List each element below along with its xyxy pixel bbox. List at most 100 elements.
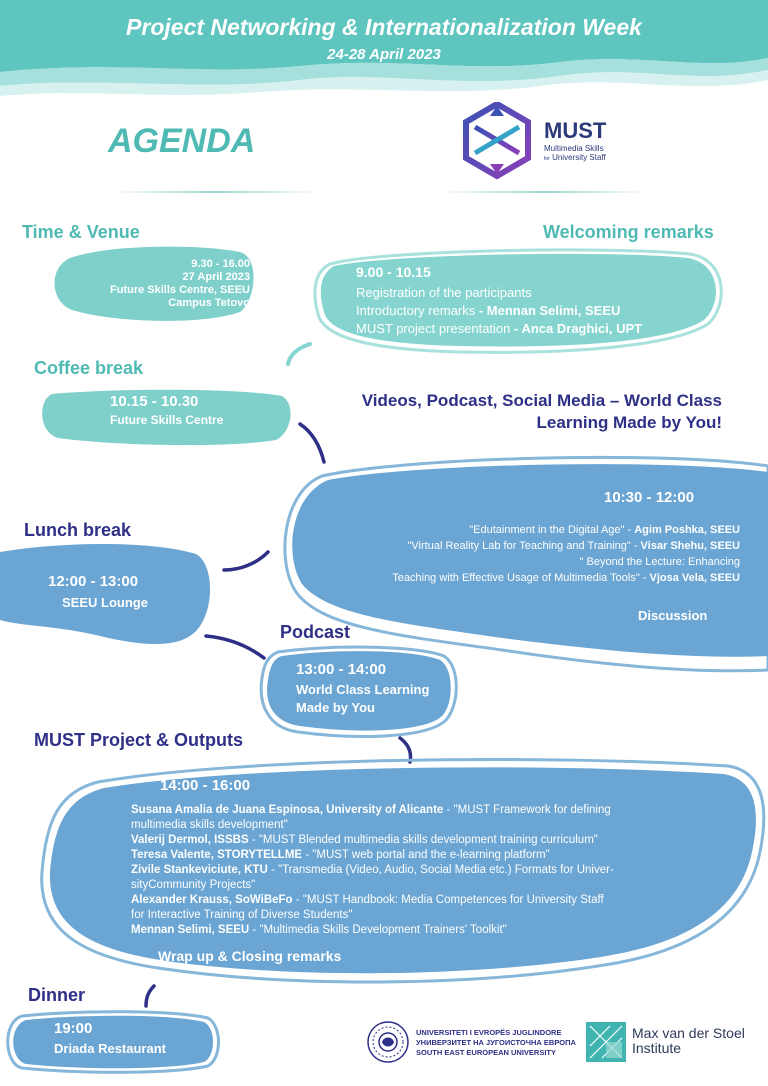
talk-speaker: Agim Poshka, SEEU — [634, 524, 740, 536]
talk-item: "Virtual Reality Lab for Teaching and Tr… — [300, 538, 741, 554]
header-banner — [0, 0, 768, 100]
output-item-cont: sityCommunity Projects" — [131, 879, 256, 891]
output-item: Susana Amalia de Juana Espinosa, Univers… — [131, 803, 691, 818]
output-title: - "Multimedia Skills Development Trainer… — [249, 924, 507, 936]
videos-title-line2: Learning Made by You! — [536, 413, 722, 432]
coffee-blob: 10.15 - 10.30 Future Skills Centre — [38, 386, 294, 448]
output-title: - "MUST Framework for defining — [443, 804, 611, 816]
connector-3 — [222, 550, 270, 572]
output-item: Alexander Krauss, SoWiBeFo - "MUST Handb… — [131, 893, 691, 908]
connector-2 — [298, 422, 326, 464]
output-title: - "MUST web portal and the e-learning pl… — [302, 849, 550, 861]
time-venue-line: Campus Tetovo — [168, 297, 250, 309]
time-venue-line: 27 April 2023 — [182, 271, 250, 283]
coffee-place: Future Skills Centre — [110, 413, 224, 427]
talk-item: "Edutainment in the Digital Age" - Agim … — [300, 522, 740, 538]
outputs-blob: 14:00 - 16:00 Susana Amalia de Juana Esp… — [38, 752, 768, 992]
welcoming-title: Welcoming remarks — [543, 222, 714, 242]
podcast-line2: Made by You — [296, 700, 375, 715]
output-title: - "MUST Handbook: Media Competences for … — [292, 894, 604, 906]
outputs-time: 14:00 - 16:00 — [160, 777, 251, 794]
podcast-time: 13:00 - 14:00 — [296, 661, 387, 678]
podcast-title: Podcast — [280, 622, 351, 642]
seeu-logo: UNIVERSITETI I EVROPËS JUGLINDORE УНИВЕР… — [366, 1020, 576, 1066]
talk-speaker: Vjosa Vela, SEEU — [649, 572, 741, 584]
welcoming-line3: MUST project presentation - Anca Draghic… — [356, 321, 642, 336]
welcoming-blob: 9.00 - 10.15 Registration of the partici… — [310, 244, 730, 360]
output-item: Zivile Stankeviciute, KTU - "Transmedia … — [131, 863, 691, 878]
output-item: Mennan Selimi, SEEU - "Multimedia Skills… — [131, 923, 691, 938]
talk-speaker: Visar Shehu, SEEU — [640, 540, 740, 552]
talk-title: "Virtual Reality Lab for Teaching and Tr… — [407, 540, 641, 552]
agenda-heading: AGENDA — [108, 122, 256, 160]
mvds-logo-icon — [586, 1022, 626, 1062]
videos-time: 10:30 - 12:00 — [604, 489, 695, 506]
mvds-name: Max van der Stoel Institute — [632, 1026, 745, 1056]
talk-title: "Edutainment in the Digital Age" - — [469, 524, 635, 536]
lunch-place: SEEU Lounge — [62, 595, 148, 610]
outputs-list: Susana Amalia de Juana Espinosa, Univers… — [131, 803, 691, 938]
page-title: Project Networking & Internationalizatio… — [126, 14, 642, 40]
talk-title: " Beyond the Lecture: Enhancing — [579, 556, 740, 568]
event-dates: 24-28 April 2023 — [327, 46, 441, 63]
time-venue-blob: 9.30 - 16.00 27 April 2023 Future Skills… — [50, 240, 260, 325]
connector-6 — [144, 984, 156, 1008]
outputs-title: MUST Project & Outputs — [34, 730, 244, 750]
welcoming-time: 9.00 - 10.15 — [356, 264, 431, 280]
divider-right — [440, 191, 650, 193]
must-logo-name: MUST — [544, 118, 607, 143]
dinner-time: 19:00 — [54, 1020, 93, 1037]
videos-discussion: Discussion — [638, 608, 708, 623]
dinner-blob: 19:00 Driada Restaurant — [2, 1010, 220, 1074]
must-logo-icon — [463, 102, 531, 180]
talk-title: Teaching with Effective Usage of Multime… — [392, 572, 650, 584]
welcoming-line2-speaker: - Mennan Selimi, SEEU — [478, 303, 621, 318]
lunch-time: 12:00 - 13:00 — [48, 573, 139, 590]
output-item-cont: for Interactive Training of Diverse Stud… — [131, 909, 353, 921]
seeu-name: UNIVERSITETI I EVROPËS JUGLINDORE УНИВЕР… — [416, 1028, 576, 1058]
videos-talks: "Edutainment in the Digital Age" - Agim … — [300, 522, 740, 586]
seeu-name-line: UNIVERSITETI I EVROPËS JUGLINDORE — [416, 1028, 562, 1037]
coffee-title: Coffee break — [34, 358, 144, 378]
mvds-logo: Max van der Stoel Institute — [586, 1022, 766, 1068]
welcoming-line2: Introductory remarks - Mennan Selimi, SE… — [356, 303, 620, 318]
podcast-line1: World Class Learning — [296, 682, 430, 697]
seeu-seal-icon — [367, 1021, 409, 1063]
dinner-title: Dinner — [28, 985, 86, 1005]
welcoming-line3-text: MUST project presentation — [356, 321, 511, 336]
divider-left — [110, 191, 320, 193]
time-venue-text: 9.30 - 16.00 27 April 2023 Future Skills… — [110, 258, 250, 310]
outputs-closing: Wrap up & Closing remarks — [158, 948, 342, 964]
output-author: Alexander Krauss, SoWiBeFo — [131, 894, 293, 906]
output-author: Teresa Valente, STORYTELLME — [131, 849, 303, 861]
lunch-title: Lunch break — [24, 520, 132, 540]
lunch-blob: 12:00 - 13:00 SEEU Lounge — [0, 540, 216, 650]
output-item: Teresa Valente, STORYTELLME - "MUST web … — [131, 848, 691, 863]
connector-4 — [204, 634, 266, 660]
time-venue-line: Future Skills Centre, SEEU — [110, 284, 250, 296]
welcoming-line3-speaker: - Anca Draghici, UPT — [514, 321, 643, 336]
podcast-blob: 13:00 - 14:00 World Class Learning Made … — [258, 644, 458, 740]
must-logo-tagline2-rest: University Staff — [552, 153, 606, 162]
welcoming-line2-text: Introductory remarks — [356, 303, 476, 318]
welcoming-line1: Registration of the participants — [356, 285, 532, 300]
time-venue-line: 9.30 - 16.00 — [191, 258, 250, 270]
talk-item: Teaching with Effective Usage of Multime… — [300, 570, 740, 586]
output-author: Susana Amalia de Juana Espinosa, Univers… — [131, 804, 444, 816]
must-logo-tagline2: for University Staff — [544, 153, 606, 162]
output-item: Valerij Dermol, ISSBS - "MUST Blended mu… — [131, 833, 691, 848]
talk-item: " Beyond the Lecture: Enhancing — [300, 554, 740, 570]
must-logo-tagline2-for: for — [544, 156, 550, 162]
must-logo-tagline1: Multimedia Skills — [544, 144, 604, 153]
videos-title-line1: Videos, Podcast, Social Media – World Cl… — [361, 391, 722, 410]
output-title: - "MUST Blended multimedia skills develo… — [248, 834, 598, 846]
output-author: Valerij Dermol, ISSBS — [131, 834, 249, 846]
videos-title: Videos, Podcast, Social Media – World Cl… — [362, 390, 722, 434]
mvds-name-line1: Max van der Stoel — [632, 1025, 745, 1041]
coffee-time: 10.15 - 10.30 — [110, 393, 199, 410]
time-venue-title: Time & Venue — [22, 222, 140, 242]
videos-blob: 10:30 - 12:00 "Edutainment in the Digita… — [282, 452, 768, 674]
output-title: - "Transmedia (Video, Audio, Social Medi… — [267, 864, 614, 876]
output-author: Zivile Stankeviciute, KTU — [131, 864, 268, 876]
seeu-name-line: УНИВЕРЗИТЕТ НА ЈУГОИСТОЧНА ЕВРОПА — [416, 1038, 576, 1047]
